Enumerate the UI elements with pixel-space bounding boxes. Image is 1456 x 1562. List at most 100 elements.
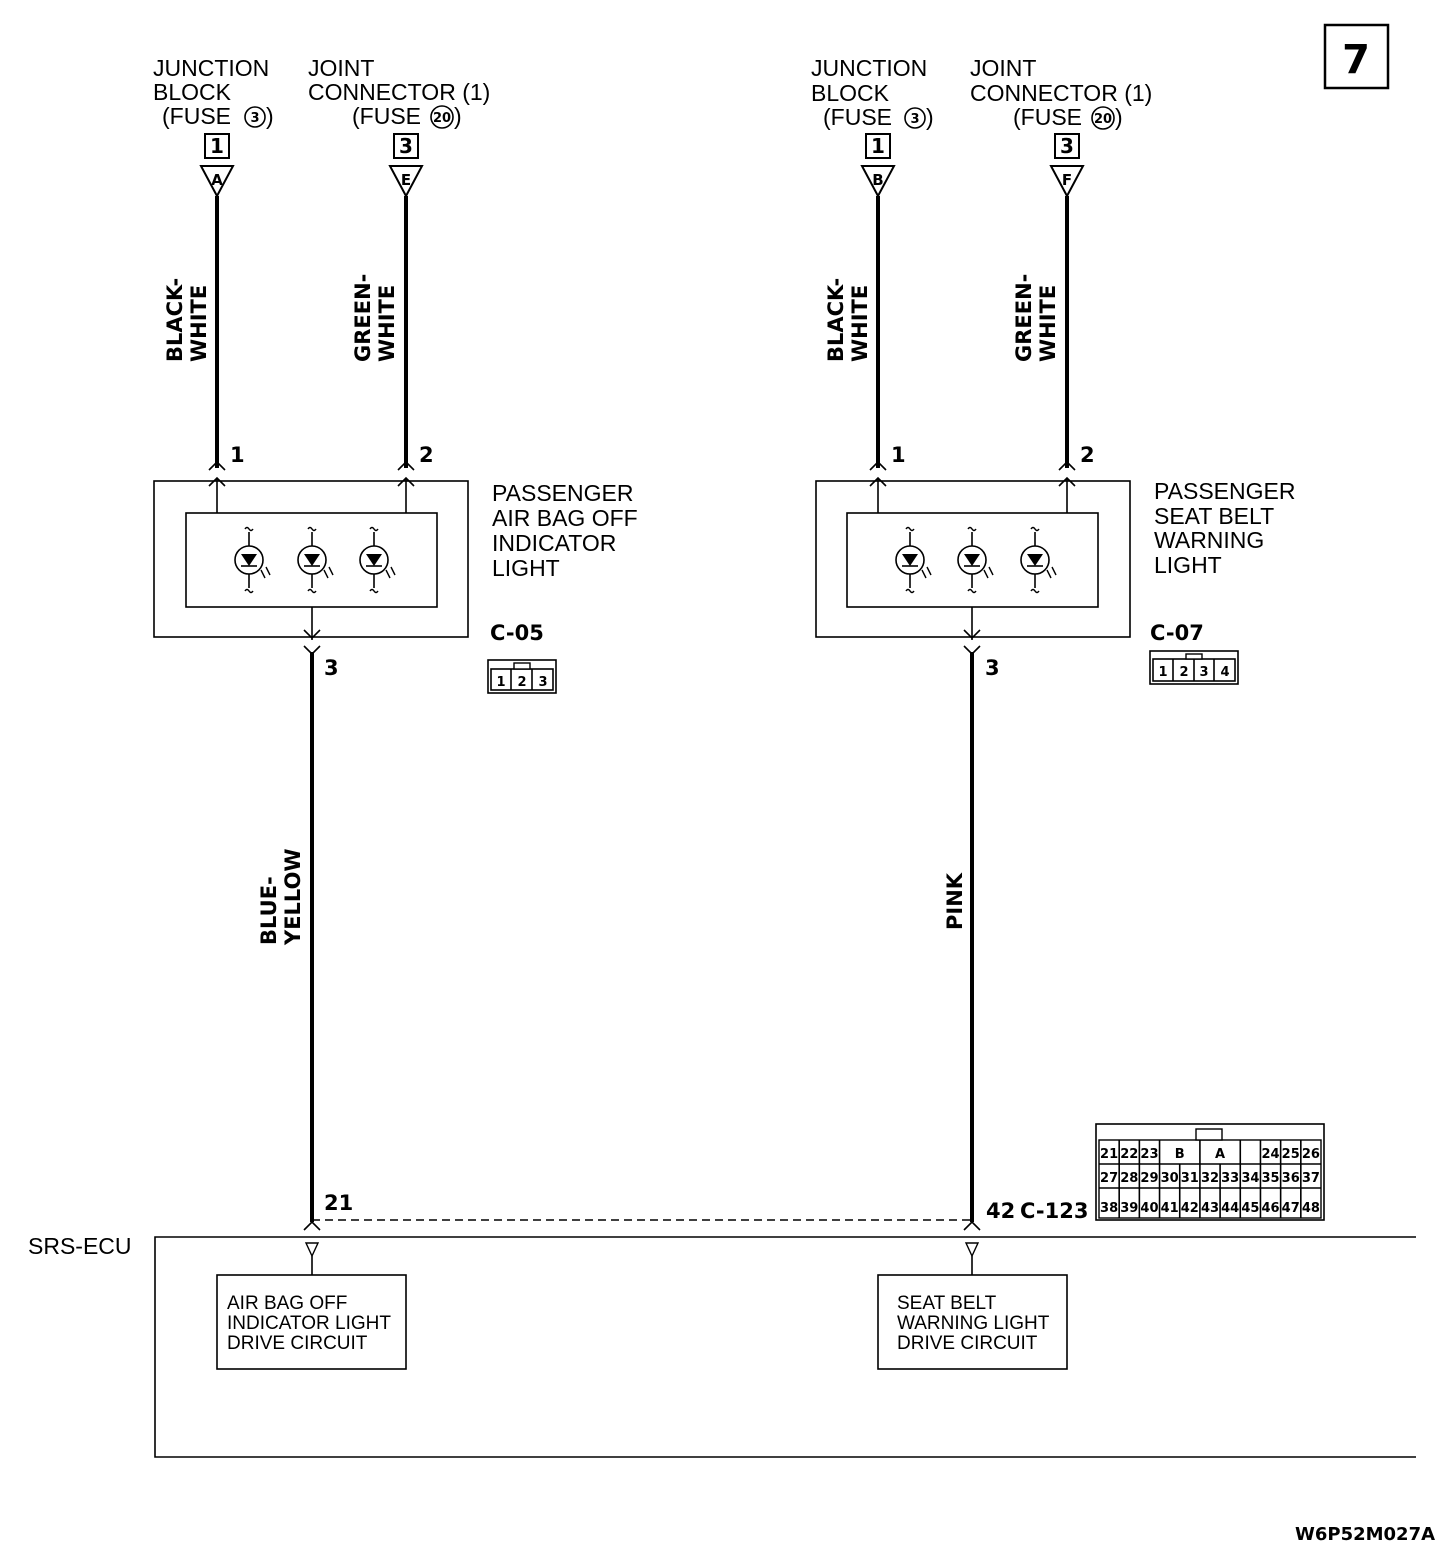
left-circuit: JUNCTION BLOCK (FUSE 3 ) JOINT CONNECTOR… <box>153 55 638 1231</box>
svg-text:WHITE: WHITE <box>375 285 399 362</box>
svg-text:BLACK-: BLACK- <box>163 278 187 362</box>
ecu-pin-cell: 21 <box>1100 1147 1118 1162</box>
connector-id: C-05 <box>490 621 544 645</box>
fuse-number-circle <box>430 105 454 129</box>
svg-text:3: 3 <box>538 675 547 690</box>
svg-text:CONNECTOR (1): CONNECTOR (1) <box>970 80 1152 106</box>
svg-text:F: F <box>1062 171 1072 189</box>
ecu-pin-cell: 31 <box>1181 1171 1199 1186</box>
svg-text:WARNING: WARNING <box>1154 527 1264 553</box>
svg-text:3: 3 <box>1060 134 1074 158</box>
svg-text:BLACK-: BLACK- <box>824 278 848 362</box>
ecu-pin-cell: B <box>1175 1147 1185 1162</box>
ecu-circuit-box <box>877 1274 1068 1370</box>
ecu-pin-cell: 24 <box>1261 1147 1279 1162</box>
svg-text:1: 1 <box>1158 665 1167 680</box>
svg-text:2: 2 <box>1179 665 1188 680</box>
ecu-pin-cell: 39 <box>1120 1201 1138 1216</box>
svg-text:1: 1 <box>871 134 885 158</box>
svg-text:1: 1 <box>496 675 505 690</box>
fuse-number: 20 <box>433 111 451 126</box>
svg-text:1: 1 <box>210 134 224 158</box>
fuse-number-circle <box>244 106 266 128</box>
lamp-icon <box>957 526 994 594</box>
ecu-input-arrow <box>964 1242 980 1258</box>
pin-box <box>393 133 419 159</box>
svg-text:SEAT BELT: SEAT BELT <box>1154 503 1274 529</box>
pin-box <box>1054 133 1080 159</box>
ecu-pin-cell: 41 <box>1161 1201 1179 1216</box>
page-number: 7 <box>1342 37 1370 83</box>
pin-number: 2 <box>1080 443 1095 467</box>
lamp-icon <box>359 526 396 594</box>
ecu-pin-cell: 46 <box>1261 1201 1279 1216</box>
junction-block-label: JUNCTION <box>153 55 269 81</box>
pin-box <box>865 133 891 159</box>
junction-block-label: JUNCTION <box>811 55 927 81</box>
lamp-icon <box>297 526 334 594</box>
svg-text:A: A <box>211 171 223 189</box>
connector-face: 1 2 3 4 <box>1149 650 1239 685</box>
fuse-number-circle <box>904 107 926 129</box>
ecu-pin-cell: 30 <box>1161 1171 1179 1186</box>
ecu-pin-cell: 29 <box>1140 1171 1158 1186</box>
svg-text:BLOCK: BLOCK <box>811 80 890 106</box>
pin-number: 1 <box>230 443 245 467</box>
svg-text:BLUE-: BLUE- <box>257 876 281 945</box>
ecu-pin-cell: A <box>1215 1147 1225 1162</box>
svg-text:2: 2 <box>517 675 526 690</box>
right-circuit: JUNCTION BLOCK (FUSE 3 ) JOINT CONNECTOR… <box>811 55 1295 1231</box>
ecu-pin-cell: 42 <box>1181 1201 1199 1216</box>
ecu-pin-cell: 38 <box>1100 1201 1118 1216</box>
ecu-pin-cell: 28 <box>1120 1171 1138 1186</box>
svg-text:): ) <box>1115 104 1123 130</box>
connector-face: 1 2 3 <box>487 659 557 694</box>
svg-text:): ) <box>926 104 934 130</box>
lamp-icon <box>1020 526 1057 594</box>
ecu-pin-cell: 34 <box>1241 1171 1259 1186</box>
svg-text:DRIVE CIRCUIT: DRIVE CIRCUIT <box>897 1333 1038 1354</box>
ecu-pin-cell: 27 <box>1100 1171 1118 1186</box>
connector-arrow <box>199 165 235 199</box>
svg-text:GREEN-: GREEN- <box>351 274 375 362</box>
joint-connector-label: JOINT <box>308 55 374 81</box>
svg-text:(FUSE: (FUSE <box>1013 104 1082 130</box>
svg-text:E: E <box>401 171 411 189</box>
ecu-pin-number: 42 <box>986 1199 1015 1223</box>
ecu-circuit-box <box>216 1274 407 1370</box>
svg-text:LIGHT: LIGHT <box>492 555 560 581</box>
ecu-pin-cell: 23 <box>1140 1147 1158 1162</box>
svg-text:INDICATOR: INDICATOR <box>492 530 616 556</box>
pin-number: 2 <box>419 443 434 467</box>
svg-text:WHITE: WHITE <box>1036 285 1060 362</box>
connector-arrow <box>388 165 424 199</box>
device-name: PASSENGER <box>1154 478 1295 504</box>
svg-text:WHITE: WHITE <box>848 285 872 362</box>
ecu-input-arrow <box>304 1242 320 1258</box>
connector-arrow <box>860 165 896 199</box>
lamp-icon <box>895 526 932 594</box>
device-name: PASSENGER <box>492 480 633 506</box>
svg-text:CONNECTOR (1): CONNECTOR (1) <box>308 79 490 105</box>
svg-text:LIGHT: LIGHT <box>1154 552 1222 578</box>
ecu-pin-cell: 33 <box>1221 1171 1239 1186</box>
ecu-pin-cell: 37 <box>1302 1171 1320 1186</box>
svg-text:GREEN-: GREEN- <box>1012 274 1036 362</box>
wire-color-label: GREEN- WHITE <box>1012 274 1060 362</box>
ecu-pin-cell: 35 <box>1261 1171 1279 1186</box>
ecu-connector-id: C-123 <box>1020 1199 1088 1223</box>
ecu-pin-cell: 43 <box>1201 1201 1219 1216</box>
figure-code: W6P52M027A <box>1295 1524 1435 1545</box>
svg-text:): ) <box>266 103 274 129</box>
ecu-pin-cell: 32 <box>1201 1171 1219 1186</box>
svg-text:AIR BAG OFF: AIR BAG OFF <box>492 505 638 531</box>
svg-text:WHITE: WHITE <box>187 285 211 362</box>
pin-number: 3 <box>985 656 1000 680</box>
svg-text:BLOCK: BLOCK <box>153 79 232 105</box>
fuse-number-circle <box>1091 106 1115 130</box>
svg-text:3: 3 <box>399 134 413 158</box>
ecu-pin-cell: 40 <box>1140 1201 1158 1216</box>
svg-text:DRIVE CIRCUIT: DRIVE CIRCUIT <box>227 1333 368 1354</box>
fuse-number: 3 <box>250 111 259 126</box>
